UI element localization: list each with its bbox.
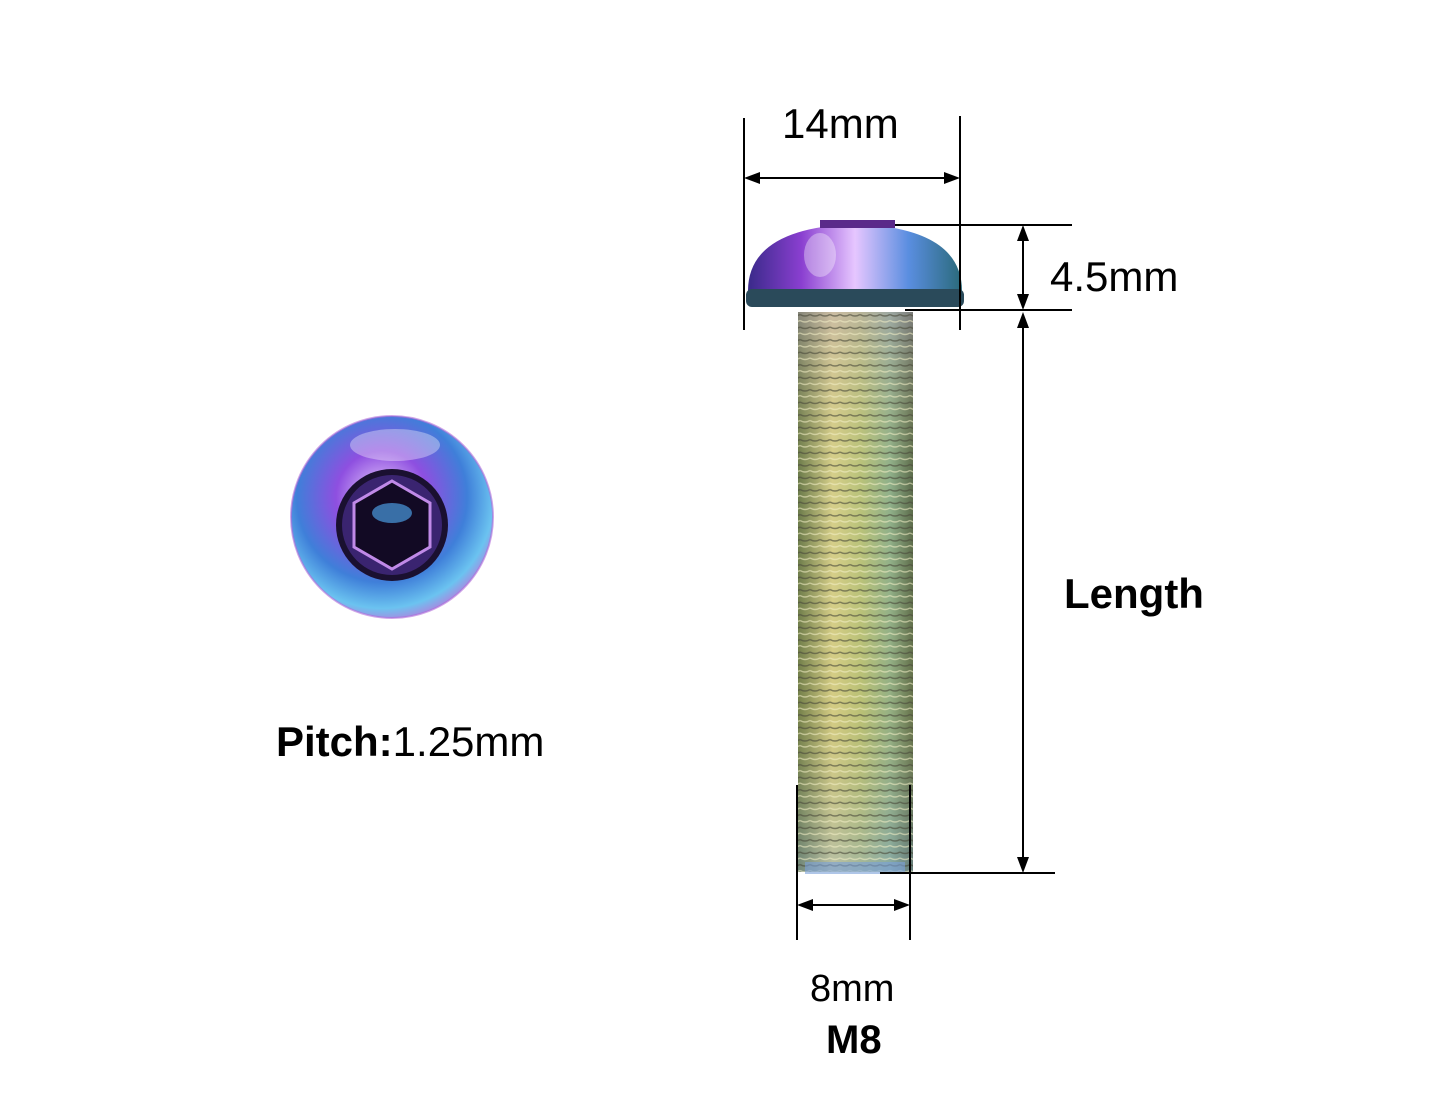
length-label: Length bbox=[1064, 570, 1204, 617]
head-height-label: 4.5mm bbox=[1050, 253, 1179, 300]
thread-diameter-label: 8mm bbox=[810, 968, 895, 1010]
pitch-label: Pitch:1.25mm bbox=[276, 721, 544, 763]
thread-size-label: M8 bbox=[826, 1018, 882, 1062]
hex-socket-icon bbox=[352, 479, 432, 571]
dimension-lines bbox=[743, 116, 1072, 940]
bolt-head-top-view-icon bbox=[290, 415, 494, 619]
pitch-key: Pitch: bbox=[276, 718, 393, 765]
head-diameter-label: 14mm bbox=[782, 100, 899, 147]
button-head-bolt-side-icon bbox=[746, 220, 964, 874]
pitch-value: 1.25mm bbox=[392, 718, 545, 765]
